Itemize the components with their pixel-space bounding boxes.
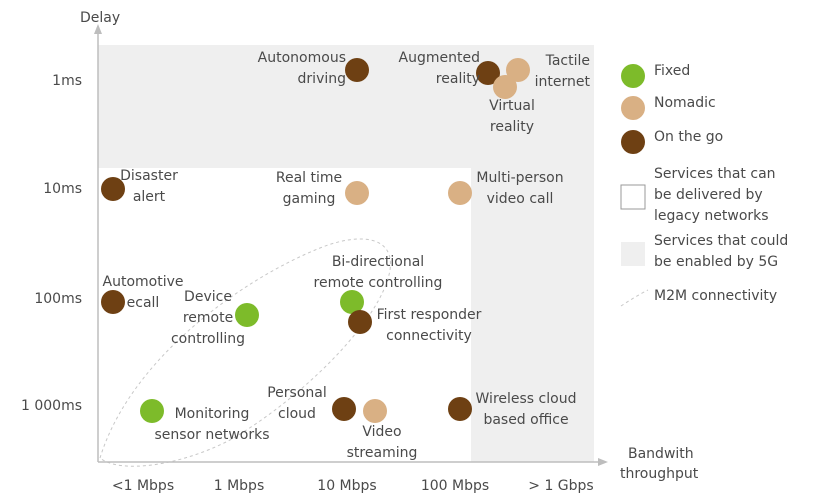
point-12 — [332, 397, 356, 421]
y-axis-title: Delay — [80, 10, 120, 26]
x-tick-label-1: 1 Mbps — [214, 478, 265, 494]
legend-swatch-4 — [621, 242, 645, 266]
point-14 — [448, 397, 472, 421]
point-13 — [363, 399, 387, 423]
legend-swatch-3 — [620, 184, 646, 210]
m2m-region — [99, 238, 391, 467]
y-tick-label-2: 100ms — [34, 291, 82, 307]
point-4 — [101, 177, 125, 201]
point-3 — [493, 75, 517, 99]
point-10 — [348, 310, 372, 334]
y-tick-labels: 1ms 10ms 100ms 1 000ms — [21, 73, 82, 414]
legend-label-1: Nomadic — [654, 95, 716, 111]
x-axis-title-line1: Bandwith — [628, 446, 694, 462]
y-tick-label-0: 1ms — [52, 73, 82, 89]
point-1 — [476, 61, 500, 85]
y-tick-label-3: 1 000ms — [21, 398, 82, 414]
x-axis-arrow — [598, 458, 608, 466]
point-5 — [345, 181, 369, 205]
legend-label-5: M2M connectivity — [654, 288, 777, 304]
x-tick-label-0: <1 Mbps — [112, 478, 174, 494]
legend-label-0: Fixed — [654, 63, 690, 79]
y-tick-label-1: 10ms — [43, 181, 82, 197]
point-2 — [506, 58, 530, 82]
legend-swatch-5 — [620, 289, 649, 307]
legend-swatch-2 — [621, 130, 645, 154]
x-axis-title-line2: throughput — [620, 466, 699, 482]
legend-swatch-0 — [621, 64, 645, 88]
legend-swatch-1 — [621, 96, 645, 120]
point-8 — [235, 303, 259, 327]
x-tick-label-2: 10 Mbps — [317, 478, 376, 494]
x-tick-label-3: 100 Mbps — [421, 478, 489, 494]
point-7 — [101, 290, 125, 314]
region-5g — [98, 45, 594, 462]
point-9 — [340, 290, 364, 314]
legend-label-2: On the go — [654, 129, 723, 145]
y-axis-arrow — [94, 24, 102, 34]
point-11 — [140, 399, 164, 423]
x-tick-label-4: > 1 Gbps — [528, 478, 593, 494]
point-0 — [345, 58, 369, 82]
point-6 — [448, 181, 472, 205]
x-tick-labels: <1 Mbps 1 Mbps 10 Mbps 100 Mbps > 1 Gbps — [112, 478, 594, 494]
